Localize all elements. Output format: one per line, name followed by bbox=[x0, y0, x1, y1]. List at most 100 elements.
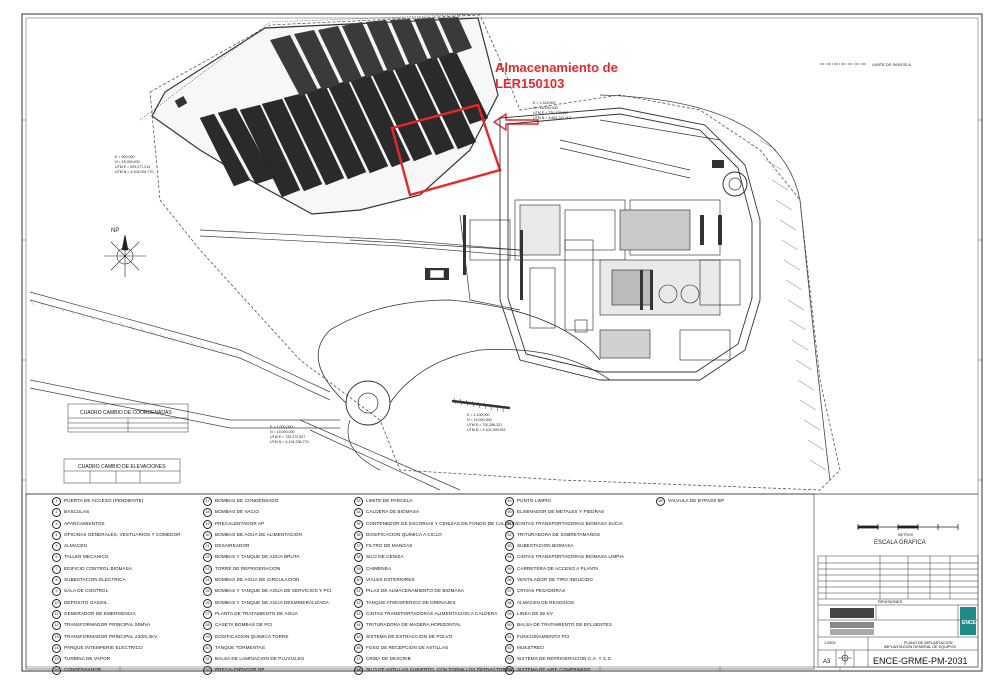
plan-subtitle: IMPLANTACION GENERAL DE EQUIPOS bbox=[884, 645, 956, 649]
parcel-boundary bbox=[149, 14, 841, 491]
elev-table-title: CUADRO CAMBIO DE ELEVACIONES bbox=[78, 464, 166, 470]
parcel-limit-label: LIMITE DE PARCELA bbox=[872, 62, 911, 67]
title-block bbox=[817, 555, 979, 668]
svg-text:N = 15,000,000: N = 15,000,000 bbox=[467, 418, 492, 422]
svg-text:UTM E = 529,277,214: UTM E = 529,277,214 bbox=[115, 165, 150, 169]
drawing-number: ENCE-GRME-PM-2031 bbox=[873, 656, 968, 666]
coords-table-title: CUADRO CAMBIO DE COORDENADAS bbox=[80, 410, 172, 416]
svg-text:UTM E = 720,472,007: UTM E = 720,472,007 bbox=[533, 111, 568, 115]
sheet-border bbox=[21, 13, 983, 672]
svg-text:UTM E = 720,286,321: UTM E = 720,286,321 bbox=[467, 423, 502, 427]
storage-annotation: Almacenamiento de LER150103 bbox=[495, 60, 618, 92]
crossing-bridge bbox=[451, 397, 511, 413]
roundabout bbox=[317, 299, 611, 471]
svg-text:N = 15,000,000: N = 15,000,000 bbox=[115, 160, 140, 164]
svg-text:UTM N = 4,661,247,007: UTM N = 4,661,247,007 bbox=[533, 116, 571, 120]
revisions-label: REVISIONES bbox=[878, 599, 903, 604]
storage-annotation-line1: Almacenamiento de bbox=[495, 60, 618, 75]
svg-text:UTM N = 4,104,094,770: UTM N = 4,104,094,770 bbox=[115, 170, 153, 174]
sheet-inner-border bbox=[25, 17, 979, 668]
svg-text:UTM E = 720,272,007: UTM E = 720,272,007 bbox=[270, 435, 305, 439]
svg-text:E = 1,315,000: E = 1,315,000 bbox=[533, 101, 555, 105]
svg-text:E = 1,000,000: E = 1,000,000 bbox=[270, 425, 292, 429]
plant-buildings bbox=[469, 199, 741, 361]
north-label: NP bbox=[111, 228, 119, 234]
svg-text:UTM N = 4,104,399,942: UTM N = 4,104,399,942 bbox=[467, 428, 505, 432]
plan-format: A3 bbox=[823, 659, 831, 665]
company-logo-text: ENCE bbox=[962, 620, 977, 626]
svg-text:N = 15,000,000: N = 15,000,000 bbox=[270, 430, 295, 434]
plan-title: PLANO DE IMPLANTACION bbox=[904, 641, 953, 645]
storage-piles bbox=[199, 51, 489, 198]
north-arrow bbox=[104, 234, 146, 277]
coords-table bbox=[67, 403, 189, 433]
svg-text:UTM N = 4,104,236,770: UTM N = 4,104,236,770 bbox=[270, 440, 308, 444]
scale-units: METROS bbox=[898, 533, 914, 537]
company-logo bbox=[960, 607, 976, 635]
svg-text:N = 16,150,000: N = 16,150,000 bbox=[533, 106, 558, 110]
svg-text:E = 500,000: E = 500,000 bbox=[115, 155, 134, 159]
graphic-scale bbox=[857, 524, 959, 530]
